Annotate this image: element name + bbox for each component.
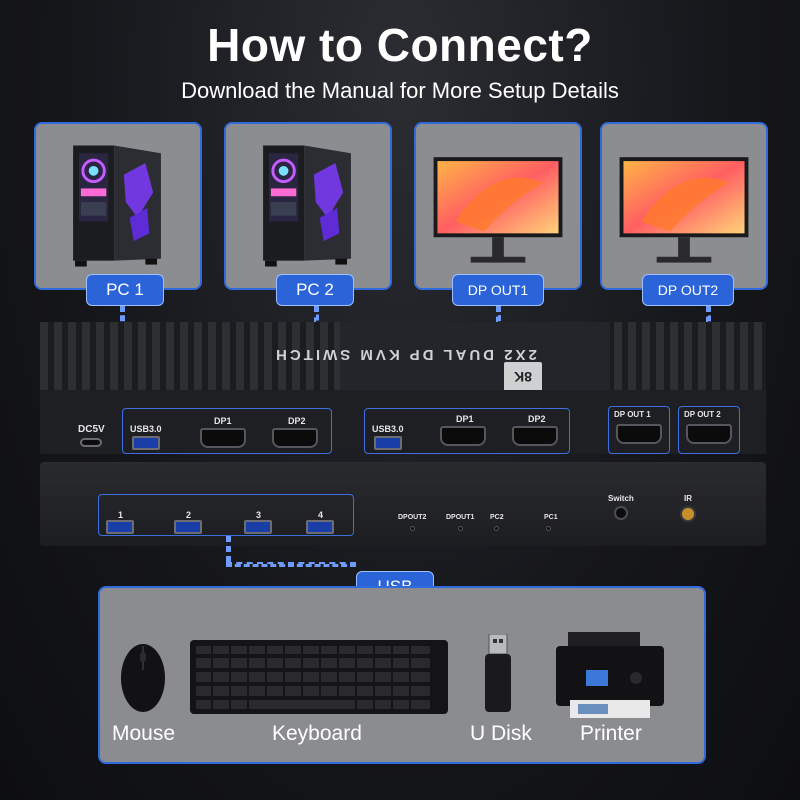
- switch-button[interactable]: [614, 506, 628, 520]
- mouse-icon: [121, 644, 165, 712]
- usb-port-label-1: 1: [118, 510, 124, 520]
- device-name: 2X2 DUAL DP KVM SWITCH: [273, 346, 537, 363]
- pc2-tag: PC 2: [276, 274, 354, 306]
- pc1-card: [34, 122, 202, 290]
- dp-out2-port[interactable]: [686, 424, 732, 444]
- dp-out1-port[interactable]: [616, 424, 662, 444]
- out2-port-group: [678, 406, 740, 454]
- usb-port-4[interactable]: [306, 520, 334, 534]
- pc1-usb-label: USB3.0: [130, 424, 162, 434]
- led-label-dpout1: DPOUT1: [446, 514, 475, 521]
- badge-8k: 8K: [504, 362, 542, 392]
- out2-label: DP OUT 2: [684, 410, 721, 419]
- pc1-dp2-port[interactable]: [272, 428, 318, 448]
- dp-out2-card: [600, 122, 768, 290]
- pc1-usb-port[interactable]: [132, 436, 160, 450]
- wire-usb-h: [226, 562, 356, 567]
- printer-icon: [556, 632, 664, 718]
- page-title: How to Connect?: [207, 19, 593, 71]
- led-dpout1: [458, 526, 463, 531]
- pc2-dp1-port[interactable]: [440, 426, 486, 446]
- usb-port-label-4: 4: [318, 510, 324, 520]
- switch-label: Switch: [608, 494, 634, 503]
- monitor-icon: [602, 124, 766, 288]
- pc1-dp1-port[interactable]: [200, 428, 246, 448]
- dc-power-port[interactable]: [80, 438, 102, 447]
- printer-label: Printer: [580, 722, 642, 745]
- usb-port-3[interactable]: [244, 520, 272, 534]
- ir-label: IR: [684, 494, 692, 503]
- dp-out1-card: [414, 122, 582, 290]
- pc1-dp2-label: DP2: [288, 416, 306, 426]
- monitor-icon: [416, 124, 580, 288]
- pc2-usb-label: USB3.0: [372, 424, 404, 434]
- pc-tower-icon: [226, 124, 390, 288]
- wire-usb-v: [226, 536, 231, 562]
- led-label-pc1: PC1: [544, 514, 558, 521]
- mouse-label: Mouse: [112, 722, 176, 745]
- pc2-dp2-port[interactable]: [512, 426, 558, 446]
- led-label-pc2: PC2: [490, 514, 504, 521]
- ir-receiver: [680, 506, 696, 522]
- pc2-port-group: [364, 408, 570, 454]
- usb-port-1[interactable]: [106, 520, 134, 534]
- pc2-usb-port[interactable]: [374, 436, 402, 450]
- usb-hub-group: [98, 494, 354, 536]
- led-label-dpout2: DPOUT2: [398, 514, 427, 521]
- dp-out1-tag: DP OUT1: [452, 274, 544, 306]
- out1-label: DP OUT 1: [614, 410, 651, 419]
- led-pc1: [546, 526, 551, 531]
- page-subtitle: Download the Manual for More Setup Detai…: [181, 78, 619, 103]
- dp-out2-tag: DP OUT2: [642, 274, 734, 306]
- pc-tower-icon: [36, 124, 200, 288]
- power-label: DC5V: [78, 424, 105, 435]
- usb-drive-icon: [485, 634, 511, 712]
- keyboard-icon: [190, 640, 448, 714]
- usb-port-2[interactable]: [174, 520, 202, 534]
- out1-port-group: [608, 406, 670, 454]
- usb-port-label-2: 2: [186, 510, 192, 520]
- kvm-switch-front: [40, 462, 766, 546]
- pc1-dp1-label: DP1: [214, 416, 232, 426]
- led-dpout2: [410, 526, 415, 531]
- usb-drive-label: U Disk: [470, 722, 532, 745]
- usb-port-label-3: 3: [256, 510, 262, 520]
- pc1-tag: PC 1: [86, 274, 164, 306]
- led-pc2: [494, 526, 499, 531]
- pc2-card: [224, 122, 392, 290]
- pc2-dp1-label: DP1: [456, 414, 474, 424]
- pc2-dp2-label: DP2: [528, 414, 546, 424]
- keyboard-label: Keyboard: [272, 722, 362, 745]
- top-plate: [340, 322, 610, 398]
- pc1-port-group: [122, 408, 332, 454]
